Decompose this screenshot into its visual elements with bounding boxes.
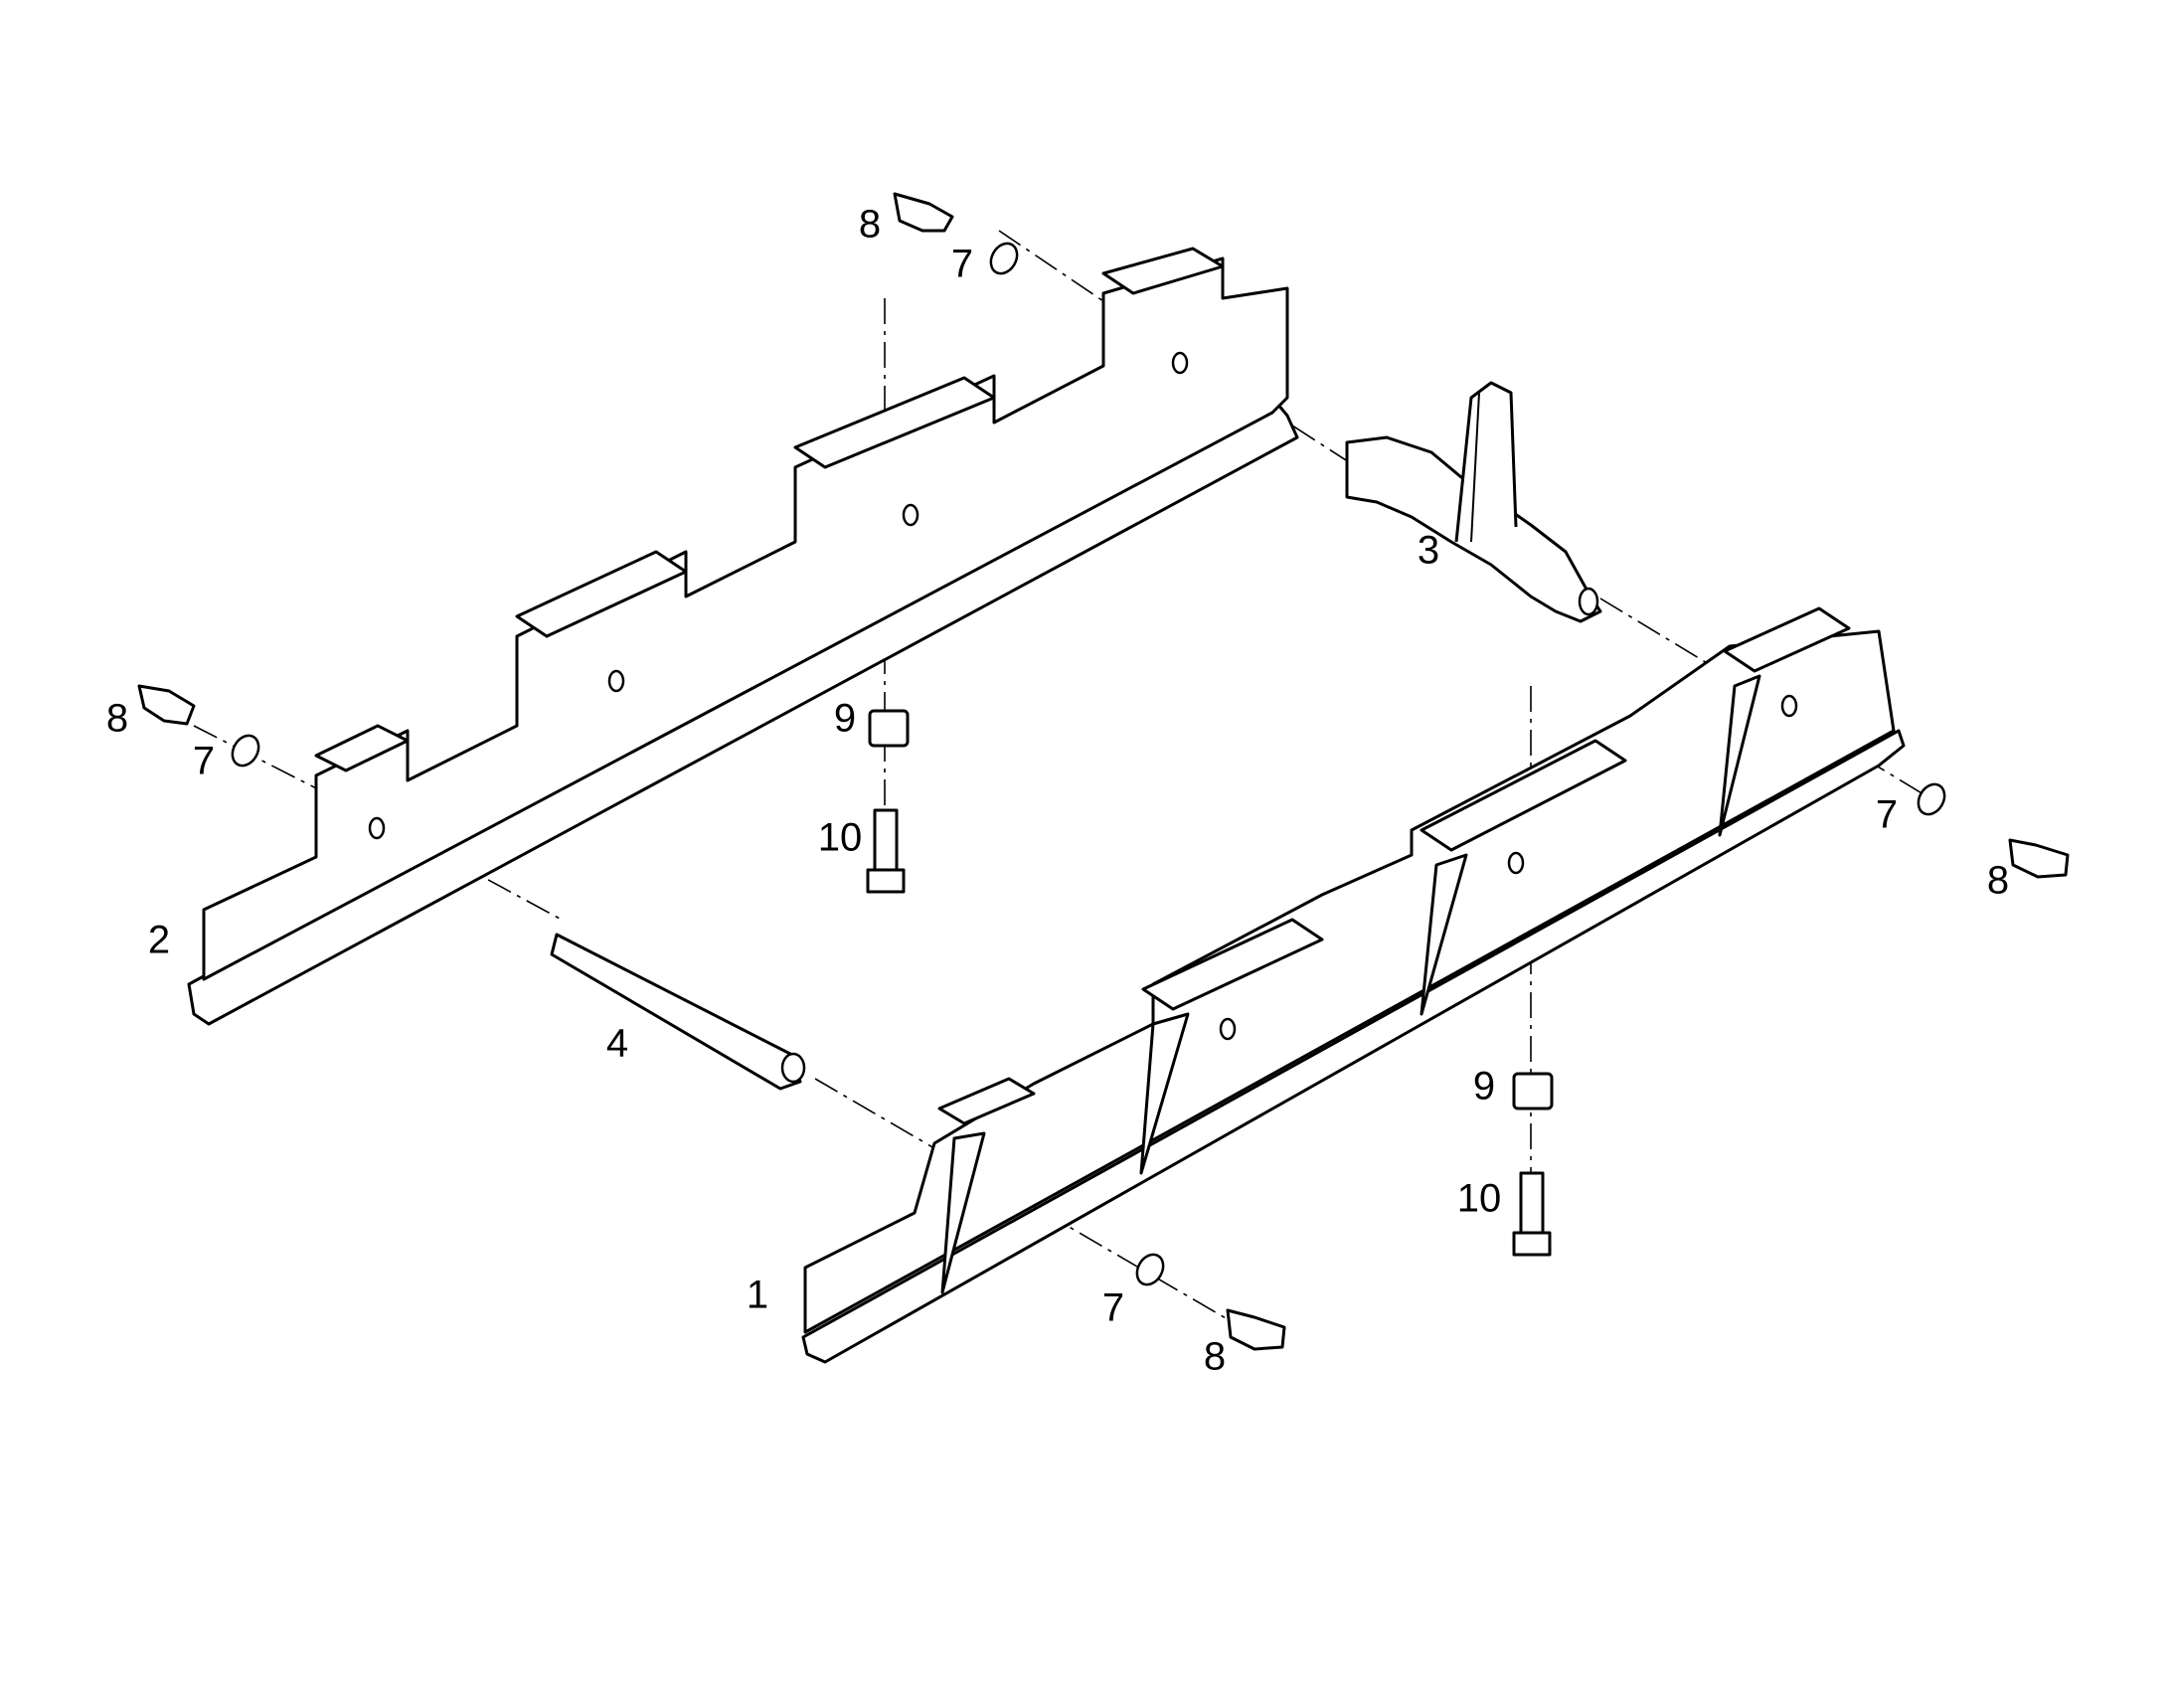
front-rail-gusset-3 <box>1420 853 1468 1016</box>
callout-8-left: 8 <box>106 697 128 741</box>
callout-9-right: 9 <box>1473 1065 1495 1109</box>
front-rail-skid <box>801 729 1906 1364</box>
rear-rail-hole-4 <box>1171 351 1189 375</box>
callout-9-left: 9 <box>834 697 856 741</box>
front-rail-hole-3 <box>1780 694 1798 718</box>
center-bracket-upright-edge <box>1470 392 1480 543</box>
pin-body <box>550 933 802 1091</box>
bolt-front <box>1226 1308 1286 1351</box>
part-3-center-bracket <box>1345 381 1602 623</box>
washer-front <box>1135 1253 1165 1286</box>
spacers-and-screws <box>866 709 1554 1257</box>
washer-right <box>1917 782 1946 816</box>
callout-7-front: 7 <box>1102 1286 1124 1330</box>
front-rail-gusset-1 <box>940 1131 986 1294</box>
callout-2: 2 <box>148 919 170 962</box>
callout-8-right: 8 <box>1987 859 2009 903</box>
callout-8-front: 8 <box>1204 1335 1226 1379</box>
spacer-left <box>868 709 910 748</box>
front-rail-tab-4 <box>1723 606 1851 673</box>
spacer-right <box>1512 1072 1554 1110</box>
washer-top <box>989 242 1019 275</box>
front-rail-tab-1 <box>937 1077 1036 1125</box>
screw-right-shank <box>1519 1171 1545 1240</box>
rear-rail-hole-2 <box>607 669 625 693</box>
front-rail-tab-3 <box>1420 739 1627 852</box>
washers <box>231 242 1946 1286</box>
callout-10-left: 10 <box>818 816 863 860</box>
rear-rail-tab-3 <box>793 376 996 469</box>
callouts: 1 2 3 4 7 7 7 7 8 8 8 8 9 9 10 10 <box>106 203 2009 1379</box>
screw-right-head <box>1512 1231 1552 1257</box>
washer-left <box>231 734 260 768</box>
front-rail-gusset-2 <box>1139 1012 1190 1175</box>
front-rail-tab-2 <box>1141 918 1324 1011</box>
screw-left-shank <box>873 808 899 877</box>
rear-rail-hole-1 <box>368 816 386 840</box>
rear-rail-tab-1 <box>314 724 410 772</box>
rear-rail-tab-2 <box>515 550 688 638</box>
part-2-rear-rail <box>187 247 1299 1026</box>
front-rail-gusset-4 <box>1718 674 1761 837</box>
callout-7-left: 7 <box>193 740 215 783</box>
pin-end <box>780 1052 806 1084</box>
screw-left-head <box>866 868 906 894</box>
front-rail-hole-1 <box>1219 1017 1237 1041</box>
callout-7-right: 7 <box>1876 793 1898 837</box>
callout-7-top: 7 <box>951 243 973 286</box>
callout-4: 4 <box>606 1022 628 1066</box>
callout-1: 1 <box>747 1274 768 1317</box>
bolt-left <box>137 684 196 726</box>
callout-8-top: 8 <box>859 203 881 247</box>
bolt-right <box>2008 838 2070 879</box>
callout-10-right: 10 <box>1457 1177 1502 1221</box>
part-4-pin <box>550 933 806 1091</box>
center-bracket-upright <box>1454 381 1518 543</box>
callout-3: 3 <box>1418 529 1439 573</box>
bolts <box>137 192 2070 1351</box>
bolt-top <box>893 192 954 233</box>
rear-rail-plate <box>202 256 1289 981</box>
rear-rail-hole-3 <box>902 503 919 527</box>
rear-rail-tab-4 <box>1101 247 1225 295</box>
part-1-front-rail <box>801 606 1906 1364</box>
front-rail-hole-2 <box>1507 851 1525 875</box>
center-bracket-hole <box>1578 587 1599 616</box>
rear-rail-skid <box>187 396 1299 1026</box>
